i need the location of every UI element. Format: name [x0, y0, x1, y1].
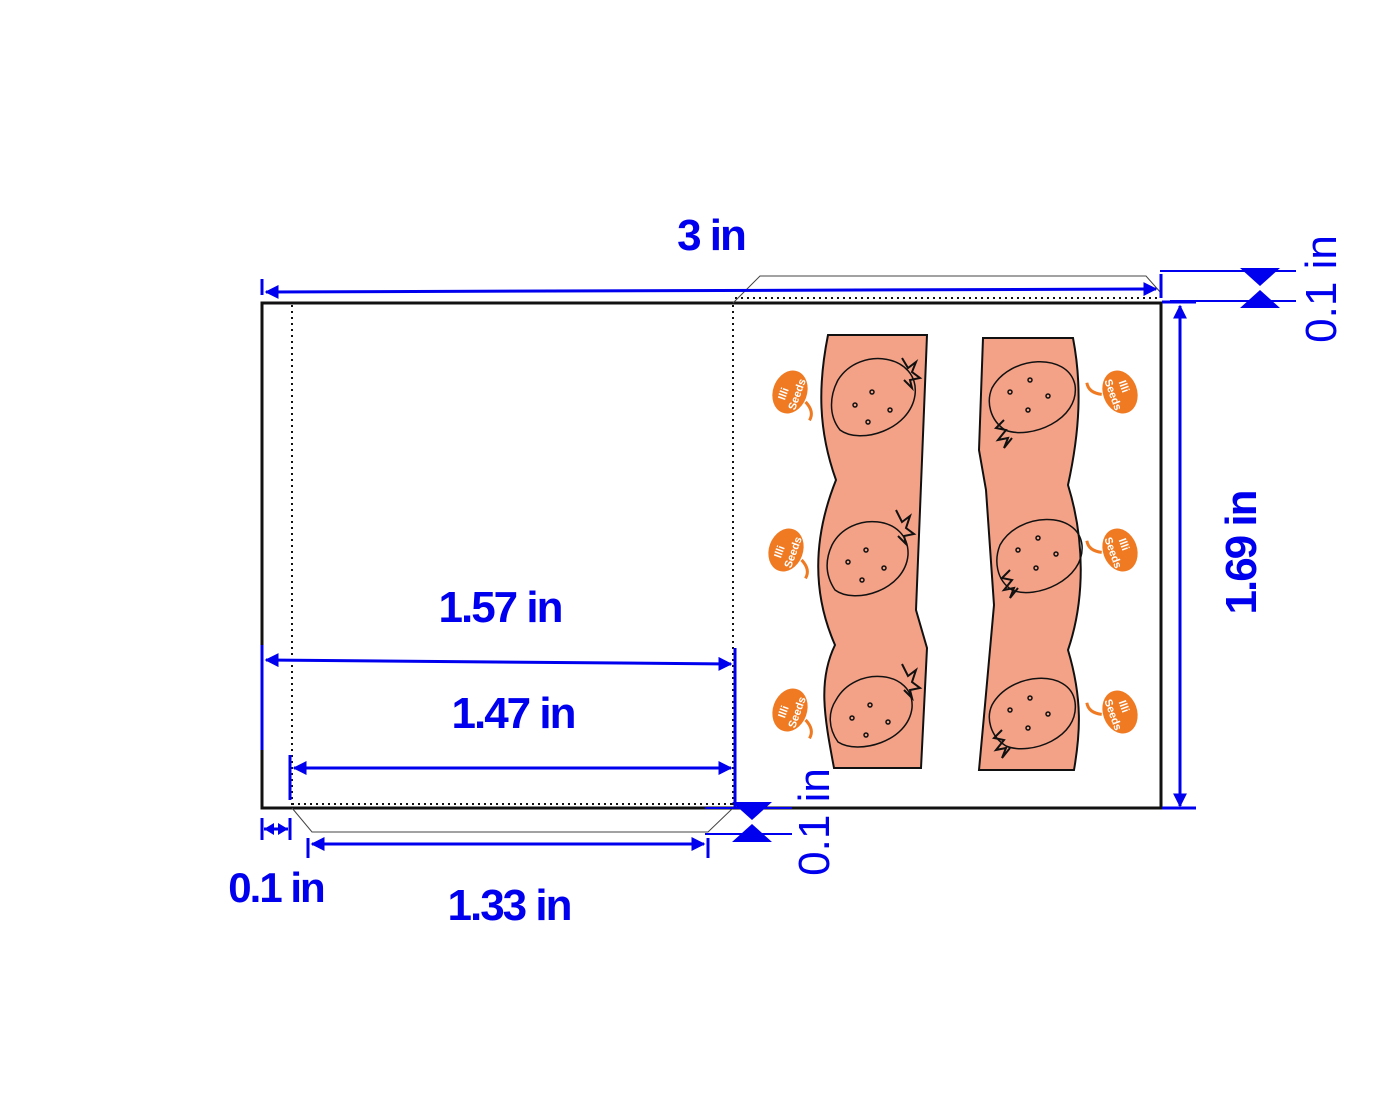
illi-seeds-logo: Illi Seeds — [772, 688, 813, 740]
top-flap-marker — [1240, 268, 1280, 308]
dimension-annotations — [260, 268, 1296, 858]
strawberry-icon — [826, 509, 917, 597]
overall-width-arrow — [264, 282, 1158, 299]
illi-seeds-logo: Illi Seeds — [1085, 690, 1138, 734]
strawberry-icon — [988, 677, 1076, 759]
illi-seeds-logo: Illi Seeds — [772, 370, 813, 422]
overall-width-label: 3 in — [677, 211, 745, 260]
strawberry-icon — [996, 518, 1083, 599]
illi-seeds-logo: Illi Seeds — [1085, 528, 1138, 572]
svg-text:Illi: Illi — [776, 386, 791, 402]
stripe-left — [817, 334, 929, 769]
stripe-right — [977, 337, 1082, 771]
flap-width-label: 1.33 in — [448, 881, 571, 930]
svg-text:Illi: Illi — [772, 544, 787, 560]
inner-width-label: 1.47 in — [452, 689, 575, 738]
strawberry-icon — [830, 357, 923, 437]
bottom-flap-label: 0.1 in — [790, 768, 839, 876]
svg-text:Illi: Illi — [776, 704, 791, 720]
overall-height-label: 1.69 in — [1217, 491, 1266, 614]
strawberry-icon — [988, 361, 1076, 449]
panel-width-arrow — [264, 653, 733, 671]
svg-text:Illi: Illi — [1116, 699, 1131, 715]
strawberry-artwork: Illi Seeds Illi Seeds Illi Seeds Illi Se… — [768, 334, 1138, 771]
svg-text:Illi: Illi — [1116, 537, 1131, 553]
panel-width-label: 1.57 in — [439, 583, 562, 632]
left-gap-label: 0.1 in — [228, 864, 324, 911]
svg-text:Illi: Illi — [1116, 379, 1131, 395]
bottom-glue-flap — [291, 807, 734, 833]
top-flap-label: 0.1 in — [1297, 235, 1346, 343]
illi-seeds-logo: Illi Seeds — [768, 528, 809, 580]
illi-seeds-logo: Illi Seeds — [1085, 370, 1138, 414]
bottom-flap-marker — [732, 802, 772, 842]
strawberry-icon — [829, 663, 923, 748]
